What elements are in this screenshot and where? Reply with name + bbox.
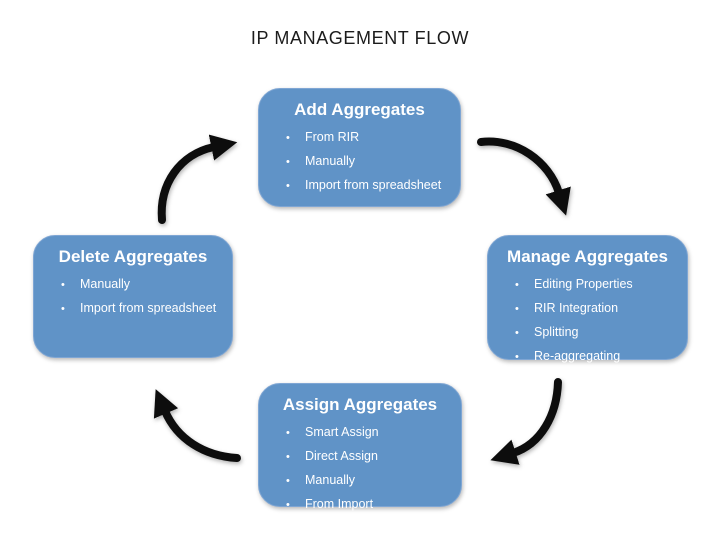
arrow-manage-to-assign — [490, 378, 562, 465]
bullet-dot: • — [61, 303, 65, 315]
bullet-dot: • — [286, 132, 290, 144]
box-title: Assign Aggregates — [282, 395, 438, 414]
box-bullet-list: • Smart Assign • Direct Assign • Manuall… — [259, 421, 461, 517]
bullet-text: Manually — [80, 277, 131, 291]
bullet-dot: • — [515, 279, 519, 291]
bullet-text: Import from spreadsheet — [80, 301, 217, 315]
box-bullet-list: • From RIR • Manually • Import from spre… — [259, 126, 460, 198]
bullet-dot: • — [61, 279, 65, 291]
bullet-text: RIR Integration — [534, 301, 619, 315]
bullet-item: • From RIR — [259, 126, 460, 150]
page-title: IP MANAGEMENT FLOW — [250, 28, 470, 48]
bullet-item: • RIR Integration — [488, 297, 687, 321]
box-assign-aggregates: Assign Aggregates • Smart Assign • Direc… — [258, 383, 462, 511]
box-title: Delete Aggregates — [58, 247, 208, 266]
arrow-delete-to-add — [157, 134, 238, 224]
bullet-dot: • — [286, 451, 290, 463]
bullet-text: Manually — [305, 473, 356, 487]
bullet-item: • Manually — [259, 469, 461, 493]
bullet-item: • Editing Properties — [488, 273, 687, 297]
bullet-dot: • — [515, 327, 519, 339]
bullet-dot: • — [286, 156, 290, 168]
bullet-item: • Splitting — [488, 321, 687, 345]
bullet-item: • Manually — [259, 150, 460, 174]
bullet-text: Direct Assign — [305, 449, 378, 463]
bullet-item: • Smart Assign — [259, 421, 461, 445]
arrow-add-to-manage — [477, 137, 571, 216]
bullet-dot: • — [286, 427, 290, 439]
bullet-item: • Import from spreadsheet — [34, 297, 232, 321]
box-delete-aggregates: Delete Aggregates • Manually • Import fr… — [33, 235, 233, 358]
bullet-dot: • — [515, 303, 519, 315]
arrow-assign-to-delete — [153, 389, 241, 462]
bullet-item: • Direct Assign — [259, 445, 461, 469]
bullet-item: • Import from spreadsheet — [259, 174, 460, 198]
bullet-dot: • — [286, 475, 290, 487]
bullet-item: • Re-aggregating — [488, 345, 687, 369]
bullet-text: Smart Assign — [305, 425, 379, 439]
box-add-aggregates: Add Aggregates • From RIR • Manually • I… — [258, 88, 461, 207]
bullet-dot: • — [286, 180, 290, 192]
box-bullet-list: • Editing Properties • RIR Integration •… — [488, 273, 687, 369]
box-bullet-list: • Manually • Import from spreadsheet — [34, 273, 232, 321]
bullet-text: Manually — [305, 154, 356, 168]
bullet-text: From Import — [305, 497, 374, 511]
bullet-text: Editing Properties — [534, 277, 633, 291]
bullet-text: Re-aggregating — [534, 349, 621, 363]
bullet-dot: • — [515, 351, 519, 363]
bullet-item: • Manually — [34, 273, 232, 297]
bullet-text: Import from spreadsheet — [305, 178, 442, 192]
bullet-text: Splitting — [534, 325, 579, 339]
box-manage-aggregates: Manage Aggregates • Editing Properties •… — [487, 235, 688, 363]
box-title: Manage Aggregates — [507, 247, 668, 266]
bullet-text: From RIR — [305, 130, 360, 144]
bullet-item: • From Import — [259, 493, 461, 517]
bullet-dot: • — [286, 499, 290, 511]
box-title: Add Aggregates — [294, 100, 425, 119]
